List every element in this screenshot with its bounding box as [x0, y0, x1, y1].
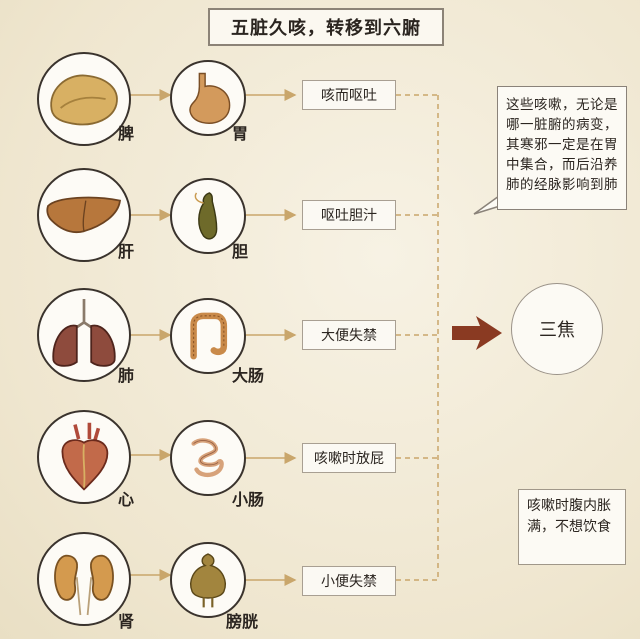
- symptom-box: 咳嗽时放屁: [302, 443, 396, 473]
- liver-circle: [37, 168, 131, 262]
- fu-label-gallbladder: 胆: [232, 242, 249, 261]
- bladder-circle: [170, 542, 246, 618]
- kidneys-circle: [37, 532, 131, 626]
- symptom-box: 咳而呕吐: [302, 80, 396, 110]
- zang-label-kidneys: 肾: [118, 612, 135, 631]
- lungs-icon: [52, 299, 116, 367]
- large-intestine-icon: [190, 312, 228, 360]
- sanjiao-circle: 三焦: [511, 283, 603, 375]
- small-intestine-icon: [191, 438, 224, 478]
- zang-label-heart: 心: [118, 490, 135, 509]
- kidneys-icon: [54, 554, 114, 616]
- small-intestine-circle: [170, 420, 246, 496]
- stomach-icon: [189, 72, 231, 124]
- bladder-icon: [190, 553, 226, 608]
- fu-label-large-intestine: 大肠: [232, 366, 265, 385]
- zang-label-lungs: 肺: [118, 366, 135, 385]
- callout-pointer: [473, 195, 501, 215]
- explanation-callout: 这些咳嗽，无论是哪一脏腑的病变，其寒邪一定是在胃中集合，而后沿养肺的经脉影响到肺: [497, 86, 627, 210]
- callout-text: 这些咳嗽，无论是哪一脏腑的病变，其寒邪一定是在胃中集合，而后沿养肺的经脉影响到肺: [506, 97, 618, 193]
- fu-label-bladder: 膀胱: [226, 612, 259, 631]
- spleen-icon: [50, 74, 118, 126]
- fu-label-stomach: 胃: [232, 124, 249, 143]
- heart-icon: [61, 422, 109, 491]
- side-note: 咳嗽时腹内胀满，不想饮食: [518, 489, 626, 565]
- zang-label-spleen: 脾: [118, 124, 135, 143]
- stomach-circle: [170, 60, 246, 136]
- diagram-title: 五脏久咳，转移到六腑: [208, 8, 444, 46]
- symptom-box: 大便失禁: [302, 320, 396, 350]
- large-intestine-circle: [170, 298, 246, 374]
- gallbladder-circle: [170, 178, 246, 254]
- gallbladder-icon: [194, 192, 218, 240]
- liver-icon: [46, 196, 121, 233]
- symptom-box: 呕吐胆汁: [302, 200, 396, 230]
- heart-circle: [37, 410, 131, 504]
- zang-label-liver: 肝: [118, 242, 135, 261]
- spleen-circle: [37, 52, 131, 146]
- symptom-box: 小便失禁: [302, 566, 396, 596]
- sanjiao-arrow: [452, 316, 502, 350]
- lungs-circle: [37, 288, 131, 382]
- fu-label-small-intestine: 小肠: [232, 490, 265, 509]
